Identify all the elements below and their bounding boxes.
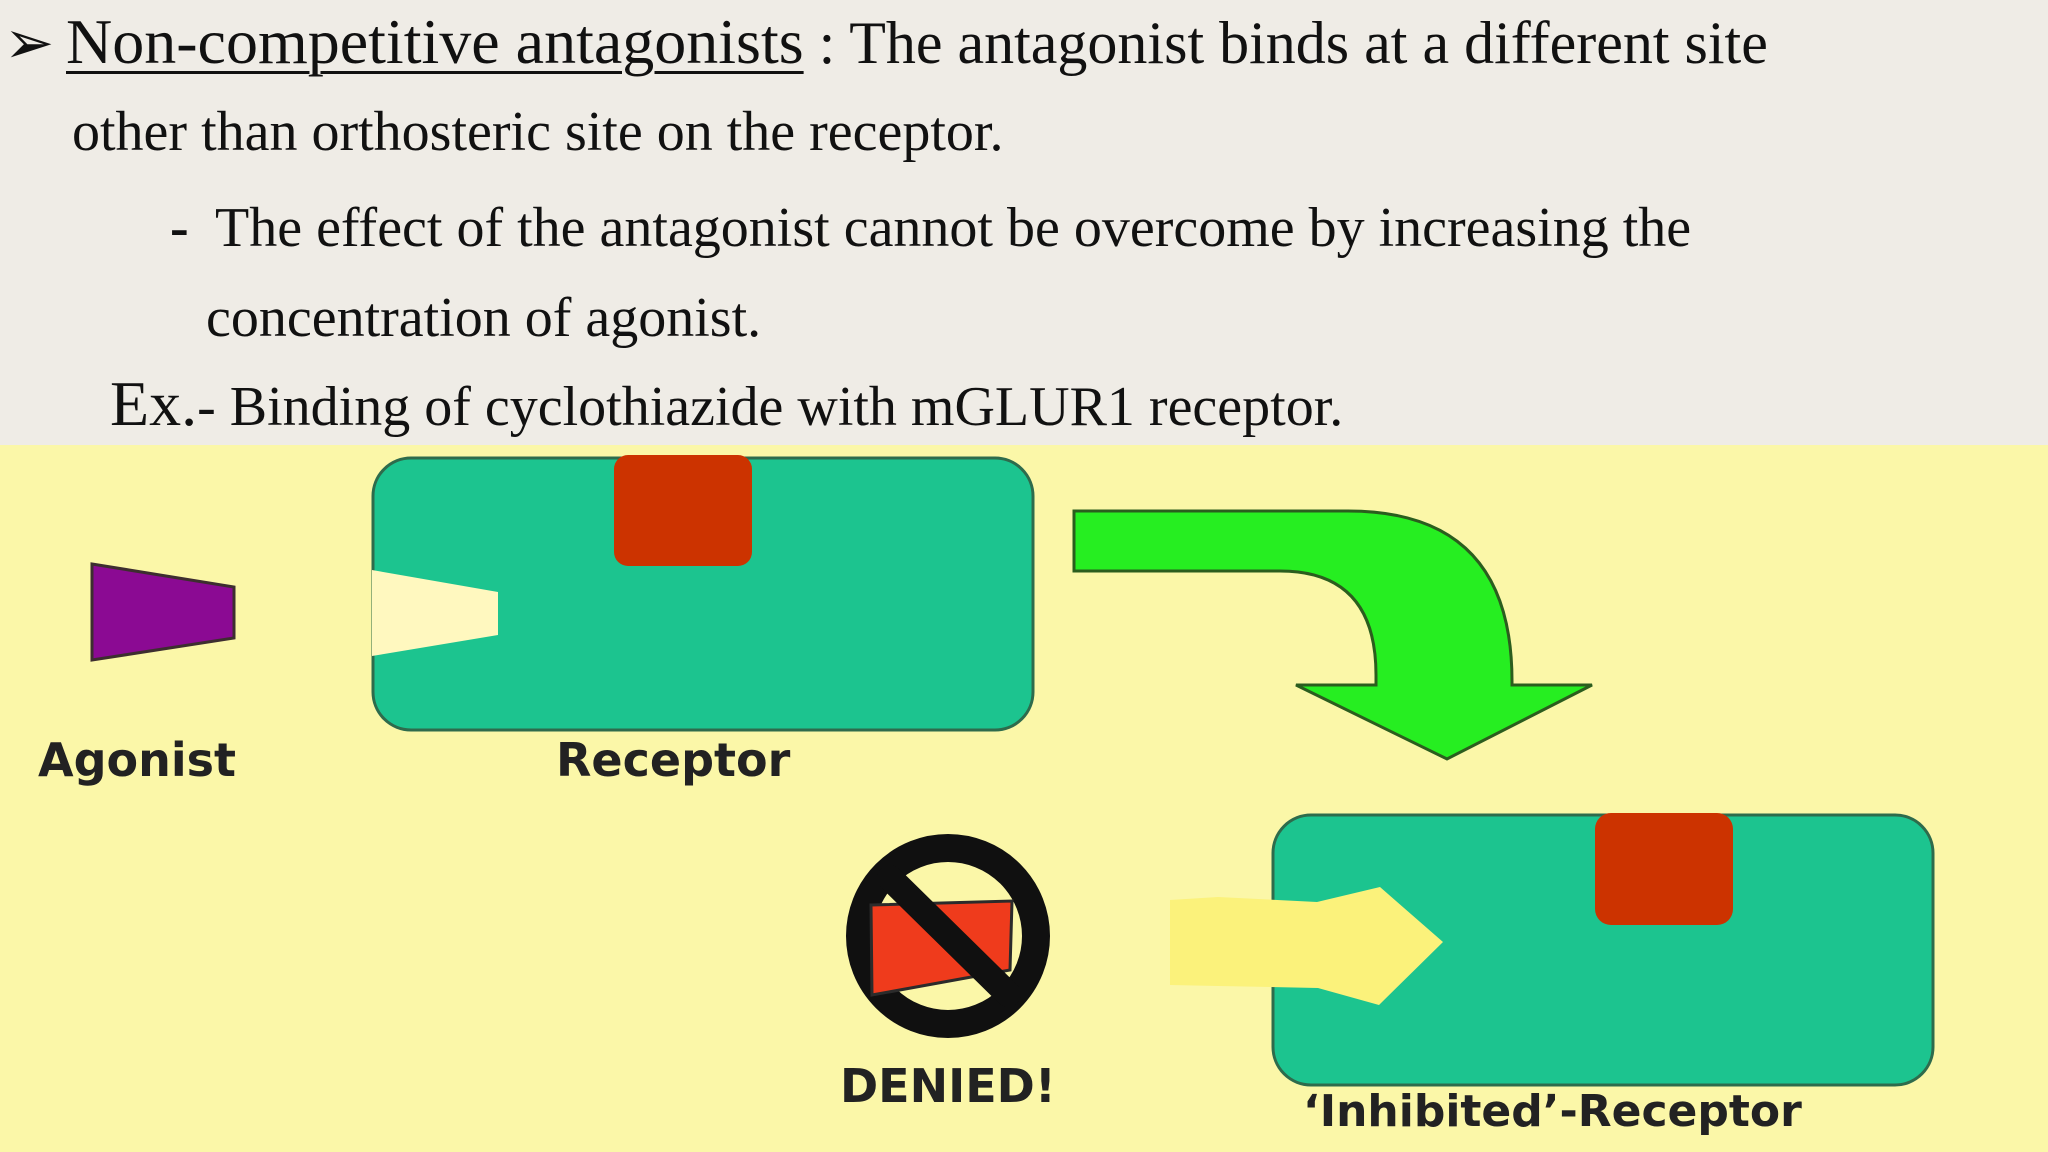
sub-point-text-1: The effect of the antagonist cannot be o… (215, 197, 1692, 259)
sub-point-line-1: -The effect of the antagonist cannot be … (170, 200, 1691, 256)
definition-text-1: The antagonist binds at a different site (849, 10, 1768, 76)
term-heading: Non-competitive antagonists (66, 6, 804, 77)
antagonist-diagram: Agonist Receptor DENIED! ‘Inhibited’-Rec… (0, 445, 2048, 1152)
sub-point-line-2: concentration of agonist. (206, 287, 762, 349)
denied-label: DENIED! (840, 1059, 1056, 1113)
allosteric-site-icon (614, 455, 752, 566)
no-entry-icon (846, 834, 1050, 1038)
antagonist-shape-icon (1170, 887, 1443, 1005)
sub-point-dash: - (170, 197, 189, 259)
definition-colon: : (803, 10, 850, 76)
agonist-shape-icon (90, 562, 236, 662)
curved-arrow-icon (1072, 509, 1593, 761)
example-text: - Binding of cyclothiazide with mGLUR1 r… (197, 376, 1344, 438)
receptor-binding-site-icon (372, 570, 498, 656)
definition-line-2: other than orthosteric site on the recep… (72, 101, 1004, 163)
definition-line-1: ➢Non-competitive antagonists : The antag… (4, 10, 1768, 74)
inhibited-receptor-label: ‘Inhibited’-Receptor (1303, 1086, 1802, 1137)
inhibited-allosteric-site-icon (1595, 813, 1733, 925)
diagram-canvas: Agonist Receptor DENIED! ‘Inhibited’-Rec… (0, 445, 2048, 1152)
example-line: Ex.- Binding of cyclothiazide with mGLUR… (110, 372, 1343, 436)
agonist-label: Agonist (38, 733, 236, 787)
example-prefix: Ex. (110, 368, 198, 439)
no-entry-slash-icon (877, 865, 1021, 1007)
receptor-label: Receptor (556, 733, 791, 787)
arrow-bullet-icon: ➢ (4, 10, 55, 76)
slide-text: ➢Non-competitive antagonists : The antag… (0, 0, 2048, 445)
